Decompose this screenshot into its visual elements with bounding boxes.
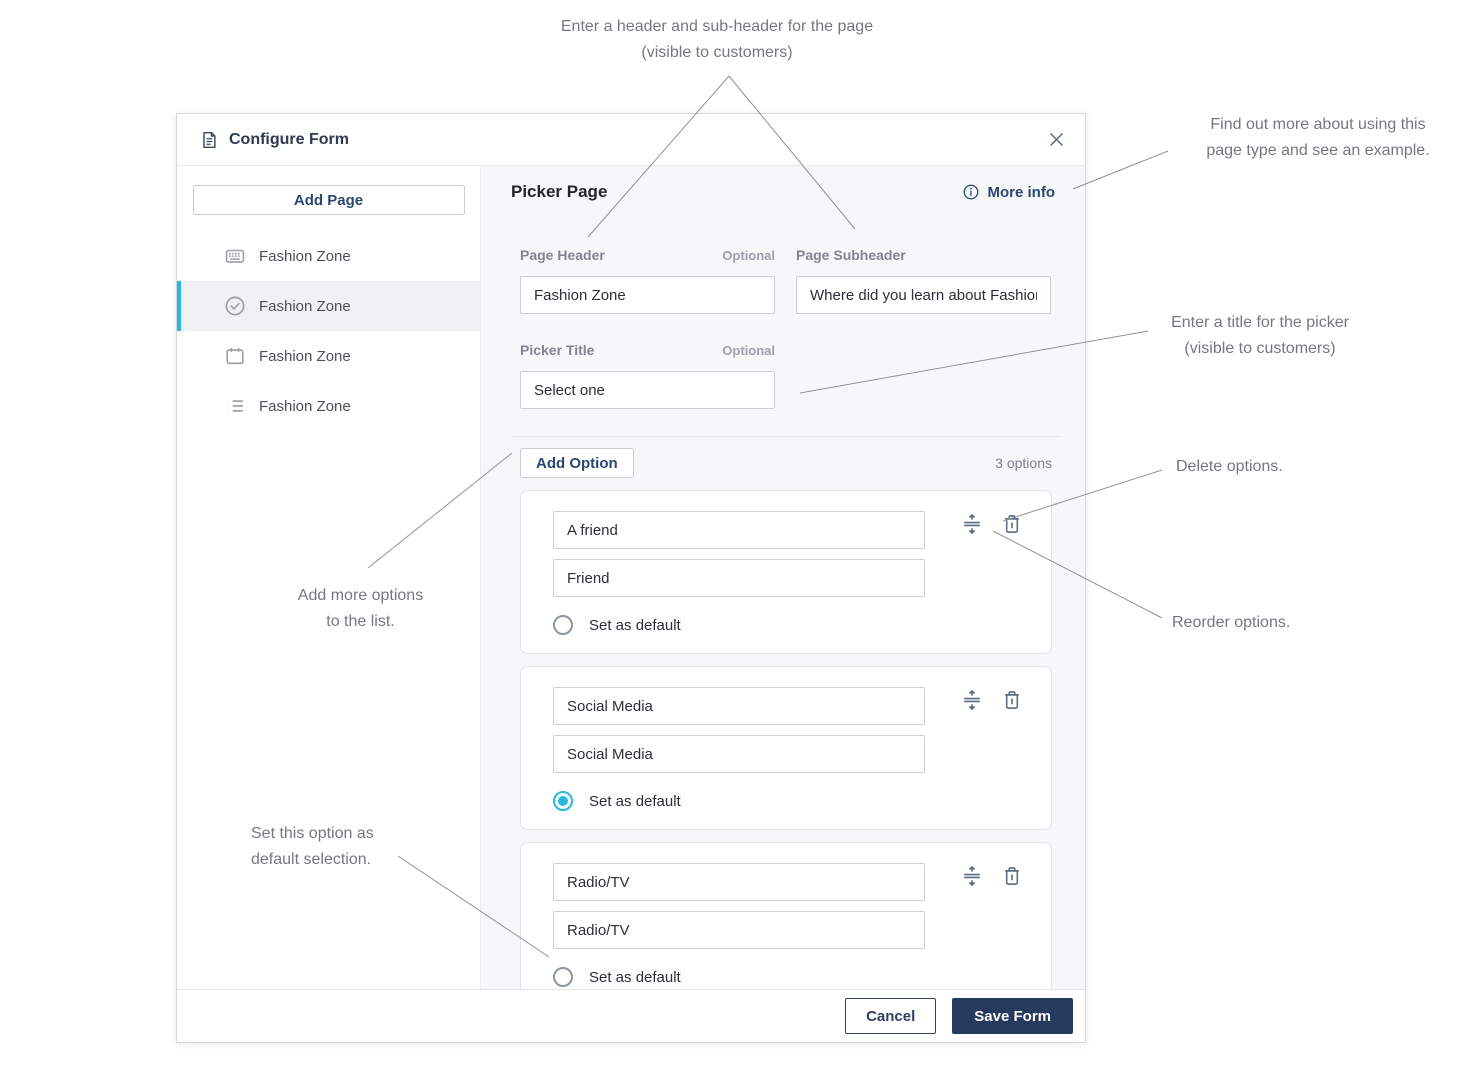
more-info-label: More info	[987, 183, 1056, 201]
set-default-label: Set as default	[589, 968, 681, 986]
picker-title-field-group: Picker Title Optional	[520, 342, 775, 409]
page-subheader-input[interactable]	[796, 276, 1051, 314]
save-form-button[interactable]: Save Form	[952, 998, 1073, 1034]
set-default-radio[interactable]	[553, 615, 573, 635]
set-default-label: Set as default	[589, 616, 681, 634]
annotation-picker-title: Enter a title for the picker (visible to…	[1171, 314, 1349, 357]
dialog-body: Add Page Fashion Zone	[177, 166, 1085, 989]
sidebar-item-page-3[interactable]: Fashion Zone	[177, 331, 480, 381]
cancel-button[interactable]: Cancel	[845, 998, 937, 1034]
optional-badge: Optional	[722, 248, 775, 263]
configure-form-dialog: Configure Form Add Page	[176, 113, 1086, 1043]
page-type-heading: Picker Page	[511, 182, 608, 201]
option-display-input[interactable]	[553, 559, 925, 597]
picker-title-input[interactable]	[520, 371, 775, 409]
keyboard-icon	[223, 244, 247, 268]
trash-icon[interactable]	[1001, 865, 1023, 887]
page-header-field-group: Page Header Optional	[520, 247, 775, 314]
document-icon	[203, 131, 216, 148]
annotation-add-options: Add more options to the list.	[297, 587, 424, 630]
option-value-input[interactable]	[553, 687, 925, 725]
annotation-header-subheader: Enter a header and sub-header for the pa…	[560, 18, 874, 61]
reorder-icon[interactable]	[961, 513, 983, 535]
trash-icon[interactable]	[1001, 689, 1023, 711]
annotation-delete-options: Delete options.	[1176, 458, 1283, 475]
calendar-icon	[223, 344, 247, 368]
page-header-label: Page Header	[520, 247, 605, 263]
add-option-button[interactable]: Add Option	[520, 448, 634, 478]
option-value-input[interactable]	[553, 511, 925, 549]
page-subheader-label: Page Subheader	[796, 247, 906, 263]
annotation-more-info: Find out more about using this page type…	[1206, 116, 1430, 159]
dialog-header: Configure Form	[177, 114, 1085, 166]
dialog-title: Configure Form	[229, 130, 349, 148]
more-info-link[interactable]: More info	[962, 183, 1056, 201]
sidebar-item-label: Fashion Zone	[259, 347, 351, 365]
page-header-input[interactable]	[520, 276, 775, 314]
option-card-2: Set as default	[520, 666, 1052, 830]
sidebar-item-page-1[interactable]: Fashion Zone	[177, 231, 480, 281]
section-divider	[511, 436, 1061, 437]
option-card-3: Set as default	[520, 842, 1052, 989]
annotation-reorder-options: Reorder options.	[1172, 614, 1291, 631]
option-value-input[interactable]	[553, 863, 925, 901]
optional-badge: Optional	[722, 343, 775, 358]
sidebar-item-page-4[interactable]: Fashion Zone	[177, 381, 480, 431]
set-default-label: Set as default	[589, 792, 681, 810]
set-default-radio[interactable]	[553, 967, 573, 987]
annotation-set-default: Set this option as default selection.	[251, 825, 374, 868]
add-page-button[interactable]: Add Page	[192, 185, 465, 215]
option-display-input[interactable]	[553, 911, 925, 949]
page-list-sidebar: Add Page Fashion Zone	[177, 166, 481, 989]
info-icon	[963, 184, 978, 200]
sidebar-item-label: Fashion Zone	[259, 247, 351, 265]
sidebar-item-label: Fashion Zone	[259, 297, 351, 315]
options-count: 3 options	[995, 455, 1052, 471]
reorder-icon[interactable]	[961, 689, 983, 711]
dialog-footer: Cancel Save Form	[177, 989, 1085, 1042]
picker-page-panel: Picker Page More info	[481, 166, 1085, 989]
sidebar-item-page-2-selected[interactable]: Fashion Zone	[177, 281, 480, 331]
picker-title-label: Picker Title	[520, 342, 595, 358]
reorder-icon[interactable]	[961, 865, 983, 887]
option-display-input[interactable]	[553, 735, 925, 773]
list-icon	[223, 394, 247, 418]
trash-icon[interactable]	[1001, 513, 1023, 535]
set-default-radio-checked[interactable]	[553, 791, 573, 811]
page-subheader-field-group: Page Subheader	[796, 247, 1051, 314]
check-circle-icon	[223, 294, 247, 318]
close-icon[interactable]	[1045, 129, 1067, 151]
sidebar-item-label: Fashion Zone	[259, 397, 351, 415]
option-card-1: Set as default	[520, 490, 1052, 654]
